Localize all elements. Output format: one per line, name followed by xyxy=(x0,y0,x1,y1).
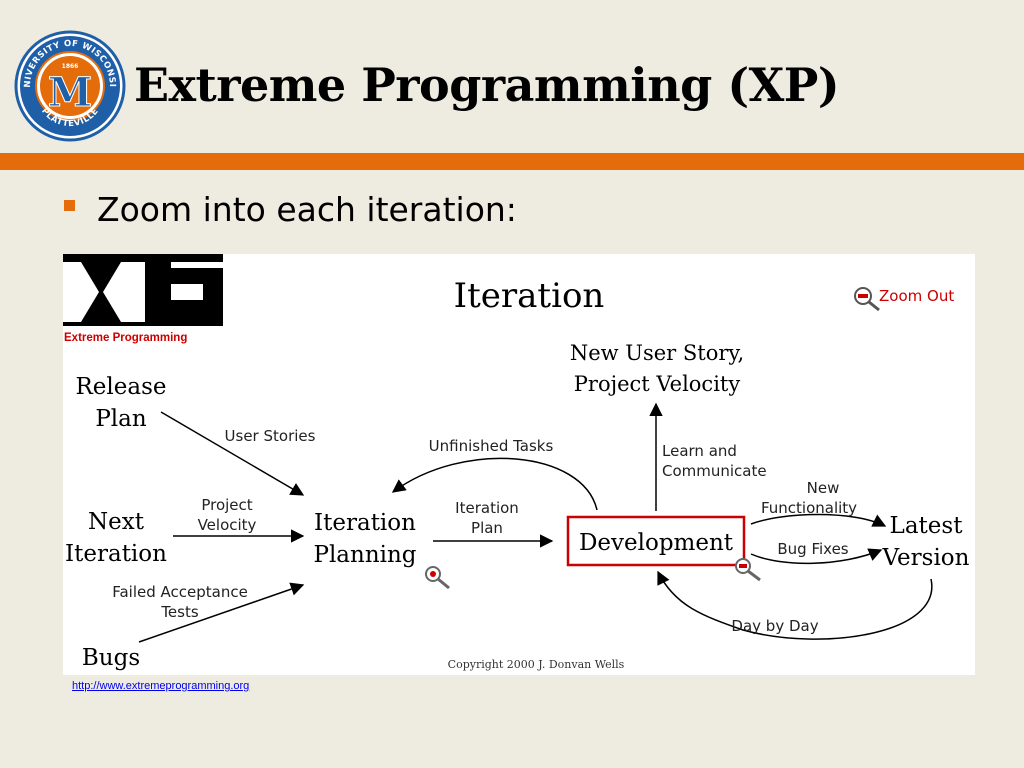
node-bugs: Bugs xyxy=(82,645,140,671)
bullet-item: Zoom into each iteration: xyxy=(64,190,517,229)
xp-logo: Extreme Programming xyxy=(63,254,223,344)
xp-logo-tagline: Extreme Programming xyxy=(64,332,187,344)
svg-text:M: M xyxy=(48,69,92,116)
node-latest-version: Latest Version xyxy=(882,513,970,571)
label-day-by-day: Day by Day xyxy=(731,617,818,635)
iteration-diagram: Extreme Programming Iteration Zoom Out R… xyxy=(63,254,975,675)
label-bug-fixes: Bug Fixes xyxy=(777,540,848,558)
zoom-in-iteration-planning-icon[interactable] xyxy=(425,566,450,590)
zoom-in-development-icon[interactable] xyxy=(735,558,761,582)
label-new-functionality-line1: New xyxy=(807,479,840,497)
iteration-planning-line2: Planning xyxy=(313,542,416,568)
zoom-out-label[interactable]: Zoom Out xyxy=(879,287,954,305)
release-plan-line2: Plan xyxy=(95,406,147,432)
diagram-copyright: Copyright 2000 J. Donvan Wells xyxy=(448,658,625,671)
edge-bugs-to-iteration-planning xyxy=(138,582,305,643)
label-project-velocity-line1: Project xyxy=(201,496,252,514)
label-user-stories: User Stories xyxy=(225,427,316,445)
next-iteration-line1: Next xyxy=(88,509,145,535)
label-unfinished-tasks: Unfinished Tasks xyxy=(429,437,554,455)
latest-version-line1: Latest xyxy=(890,513,964,539)
title-divider xyxy=(0,153,1024,170)
label-project-velocity-line2: Velocity xyxy=(198,516,257,534)
zoom-out-button[interactable]: Zoom Out xyxy=(854,287,954,312)
bullet-text: Zoom into each iteration: xyxy=(97,190,517,229)
next-iteration-line2: Iteration xyxy=(65,541,167,567)
edge-unfinished-tasks xyxy=(391,457,598,511)
latest-version-line2: Version xyxy=(882,545,970,571)
release-plan-line1: Release xyxy=(75,374,166,400)
label-new-functionality-line2: Functionality xyxy=(761,499,857,517)
svg-text:1866: 1866 xyxy=(62,63,79,70)
bullet-square-icon xyxy=(64,200,75,211)
new-user-story-line1: New User Story, xyxy=(570,341,744,365)
node-release-plan: Release Plan xyxy=(75,374,166,432)
source-link[interactable]: http://www.extremeprogramming.org xyxy=(72,680,250,692)
edge-bug-fixes xyxy=(750,548,883,565)
label-iteration-plan-line2: Plan xyxy=(471,519,503,537)
label-iteration-plan-line1: Iteration xyxy=(455,499,519,517)
label-learn-communicate-line1: Learn and xyxy=(662,442,737,460)
development-label: Development xyxy=(579,530,734,556)
iteration-planning-line1: Iteration xyxy=(314,510,416,536)
diagram-edges xyxy=(138,402,933,643)
node-development[interactable]: Development xyxy=(566,515,746,567)
label-learn-communicate-line2: Communicate xyxy=(662,462,767,480)
diagram-title: Iteration xyxy=(454,276,605,316)
node-new-user-story: New User Story, Project Velocity xyxy=(570,341,744,396)
label-failed-acceptance-line1: Failed Acceptance xyxy=(112,583,248,601)
iteration-diagram-canvas: Extreme Programming Iteration Zoom Out R… xyxy=(63,254,970,671)
slide-title: Extreme Programming (XP) xyxy=(134,58,840,112)
university-seal-logo: UNIVERSITY OF WISCONSIN PLATTEVILLE 1866… xyxy=(14,30,126,142)
node-next-iteration: Next Iteration xyxy=(65,509,167,567)
edge-release-plan-to-iteration-planning xyxy=(160,411,305,496)
label-failed-acceptance-line2: Tests xyxy=(160,603,199,621)
edge-day-by-day xyxy=(657,570,933,640)
new-user-story-line2: Project Velocity xyxy=(574,372,741,396)
edge-new-functionality xyxy=(750,513,887,527)
node-iteration-planning[interactable]: Iteration Planning xyxy=(313,510,416,568)
